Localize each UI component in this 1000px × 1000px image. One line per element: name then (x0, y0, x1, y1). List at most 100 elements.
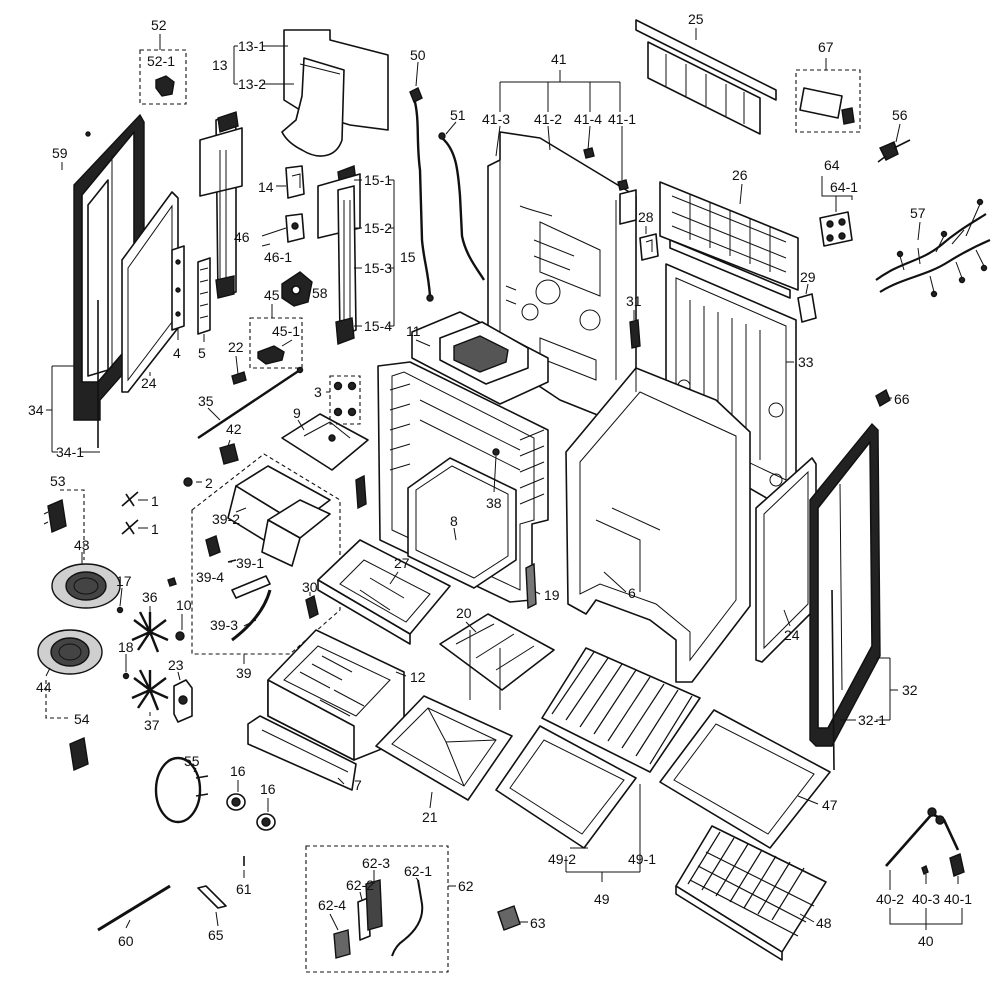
label-42: 42 (226, 421, 242, 437)
part-67 (795, 69, 861, 133)
part-30 (305, 594, 319, 620)
label-12: 12 (410, 669, 426, 685)
label-41-3: 41-3 (482, 111, 510, 127)
label-55: 55 (184, 753, 200, 769)
label-43: 43 (74, 537, 90, 553)
part-13 (281, 29, 389, 157)
label-23: 23 (168, 657, 184, 673)
label-54: 54 (74, 711, 90, 727)
part-26 (659, 181, 799, 299)
part-52 (139, 49, 187, 105)
label-32: 32 (902, 682, 918, 698)
label-38: 38 (486, 495, 502, 511)
part-6 (565, 367, 751, 683)
part-4 (171, 245, 185, 331)
part-46 (285, 213, 305, 243)
label-29: 29 (800, 269, 816, 285)
part-49-2 (495, 725, 637, 849)
part-51 (438, 132, 486, 281)
label-22: 22 (228, 339, 244, 355)
part-65 (197, 885, 227, 909)
part-19 (525, 562, 537, 610)
part-side-bracket-left (199, 111, 243, 299)
label-32-1: 32-1 (858, 712, 886, 728)
part-39 (191, 453, 341, 655)
part-57 (875, 198, 991, 298)
label-16b: 16 (260, 781, 276, 797)
label-36: 36 (142, 589, 158, 605)
part-14 (285, 165, 305, 199)
part-55 (154, 756, 209, 824)
label-66: 66 (894, 391, 910, 407)
part-21 (375, 695, 513, 801)
label-46-1: 46-1 (264, 249, 292, 265)
label-64: 64 (824, 157, 840, 173)
label-40-1: 40-1 (944, 891, 972, 907)
part-15 (317, 165, 361, 345)
label-65: 65 (208, 927, 224, 943)
leader-lines (45, 28, 963, 931)
part-12 (267, 629, 405, 761)
label-39-2: 39-2 (212, 511, 240, 527)
part-66 (875, 388, 891, 408)
label-41: 41 (551, 51, 567, 67)
label-62-4: 62-4 (318, 897, 346, 913)
label-1a: 1 (151, 493, 159, 509)
part-47 (659, 709, 831, 849)
part-1 (121, 491, 139, 535)
part-5 (197, 257, 211, 335)
label-61: 61 (236, 881, 252, 897)
label-40-3: 40-3 (912, 891, 940, 907)
part-7 (247, 715, 357, 791)
label-17: 17 (116, 573, 132, 589)
label-4: 4 (173, 345, 181, 361)
label-28: 28 (638, 209, 654, 225)
label-18: 18 (118, 639, 134, 655)
part-10 (167, 577, 185, 641)
part-8-cavity (355, 361, 549, 603)
label-44: 44 (36, 679, 52, 695)
label-5: 5 (198, 345, 206, 361)
part-56 (877, 139, 911, 163)
label-41-1: 41-1 (608, 111, 636, 127)
label-62: 62 (458, 878, 474, 894)
label-26: 26 (732, 167, 748, 183)
label-62-3: 62-3 (362, 855, 390, 871)
label-60: 60 (118, 933, 134, 949)
label-14: 14 (258, 179, 274, 195)
label-58: 58 (312, 285, 328, 301)
part-22 (231, 371, 247, 385)
label-52-1: 52-1 (147, 53, 175, 69)
label-34-1: 34-1 (56, 444, 84, 460)
part-44 (37, 629, 103, 675)
label-62-2: 62-2 (346, 877, 374, 893)
part-31 (629, 319, 641, 349)
part-49-1 (541, 647, 701, 773)
label-63: 63 (530, 915, 546, 931)
part-48 (675, 825, 827, 961)
label-34: 34 (28, 402, 44, 418)
label-35: 35 (198, 393, 214, 409)
part-17 (116, 606, 124, 614)
part-9 (281, 413, 369, 471)
label-40-2: 40-2 (876, 891, 904, 907)
label-1b: 1 (151, 521, 159, 537)
part-58 (281, 271, 313, 307)
part-28 (639, 233, 659, 261)
label-47: 47 (822, 797, 838, 813)
label-56: 56 (892, 107, 908, 123)
label-15-3: 15-3 (364, 260, 392, 276)
part-2 (183, 477, 193, 487)
label-41-2: 41-2 (534, 111, 562, 127)
part-40 (885, 807, 965, 877)
label-40: 40 (918, 933, 934, 949)
label-15: 15 (400, 249, 416, 265)
label-10: 10 (176, 597, 192, 613)
part-29 (797, 293, 817, 323)
label-50: 50 (410, 47, 426, 63)
part-43 (51, 563, 121, 609)
label-64-1: 64-1 (830, 179, 858, 195)
label-31: 31 (626, 293, 642, 309)
part-53 (43, 499, 67, 533)
